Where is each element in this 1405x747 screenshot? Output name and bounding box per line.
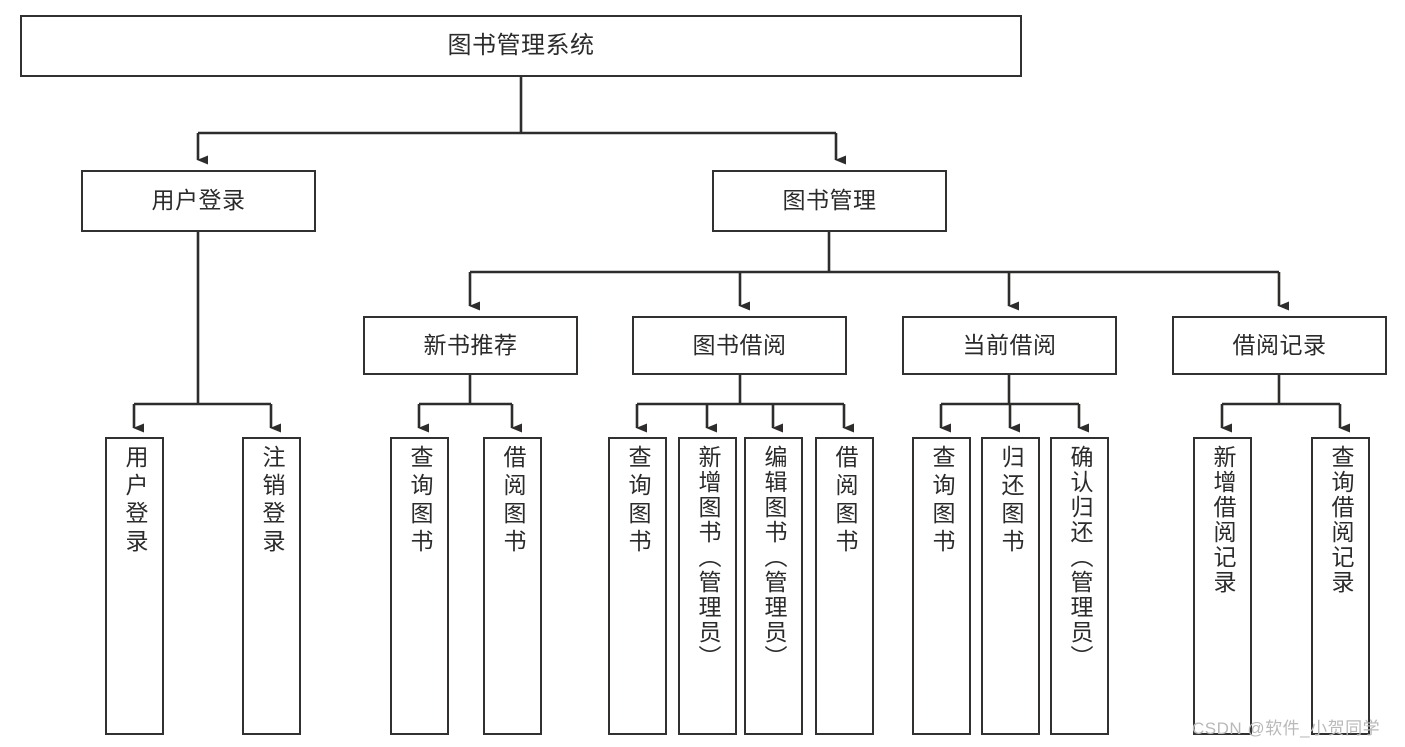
- node-label: 图书借阅: [692, 331, 787, 358]
- leaf-add-book-admin[interactable]: 新增图书（管理员）: [678, 437, 737, 735]
- leaf-confirm-return-admin[interactable]: 确认归还（管理员）: [1050, 437, 1109, 735]
- node-user-login[interactable]: 用户登录: [81, 170, 316, 232]
- node-label: 查询图书: [929, 445, 955, 557]
- node-book-borrowing[interactable]: 图书借阅: [632, 316, 847, 375]
- node-book-management-system[interactable]: 图书管理系统: [20, 15, 1022, 77]
- leaf-query-books-recommend[interactable]: 查询图书: [390, 437, 449, 735]
- node-borrowing-record[interactable]: 借阅记录: [1172, 316, 1387, 375]
- leaf-query-books-current[interactable]: 查询图书: [912, 437, 971, 735]
- leaf-add-borrow-record[interactable]: 新增借阅记录: [1193, 437, 1252, 735]
- node-label: 注销登录: [259, 445, 285, 557]
- leaf-query-borrow-record[interactable]: 查询借阅记录: [1311, 437, 1370, 735]
- leaf-lend-books[interactable]: 借阅图书: [815, 437, 874, 735]
- node-label: 查询图书: [407, 445, 433, 557]
- leaf-borrow-books-recommend[interactable]: 借阅图书: [483, 437, 542, 735]
- node-book-management[interactable]: 图书管理: [712, 170, 947, 232]
- leaf-edit-book-admin[interactable]: 编辑图书（管理员）: [744, 437, 803, 735]
- node-label: 借阅图书: [832, 445, 858, 557]
- node-label: 新增借阅记录: [1210, 445, 1236, 595]
- node-label: 编辑图书（管理员）: [761, 445, 787, 670]
- node-label: 确认归还（管理员）: [1067, 445, 1093, 670]
- node-label: 图书管理系统: [447, 31, 595, 59]
- node-label: 用户登录: [151, 187, 246, 214]
- node-label: 图书管理: [782, 187, 877, 214]
- node-current-borrowing[interactable]: 当前借阅: [902, 316, 1117, 375]
- node-label: 新增图书（管理员）: [695, 445, 721, 670]
- node-label: 查询借阅记录: [1328, 445, 1354, 595]
- csdn-watermark: CSDN @软件_小贺同学: [1192, 719, 1381, 738]
- node-label: 借阅图书: [500, 445, 526, 557]
- node-label: 用户登录: [122, 445, 148, 557]
- node-label: 当前借阅: [962, 331, 1057, 358]
- leaf-user-login[interactable]: 用户登录: [105, 437, 164, 735]
- leaf-query-books-borrow[interactable]: 查询图书: [608, 437, 667, 735]
- node-label: 借阅记录: [1232, 331, 1327, 358]
- node-label: 归还图书: [998, 445, 1024, 557]
- leaf-logout[interactable]: 注销登录: [242, 437, 301, 735]
- leaf-return-books[interactable]: 归还图书: [981, 437, 1040, 735]
- node-new-book-recommendation[interactable]: 新书推荐: [363, 316, 578, 375]
- node-label: 查询图书: [625, 445, 651, 557]
- node-label: 新书推荐: [423, 331, 518, 358]
